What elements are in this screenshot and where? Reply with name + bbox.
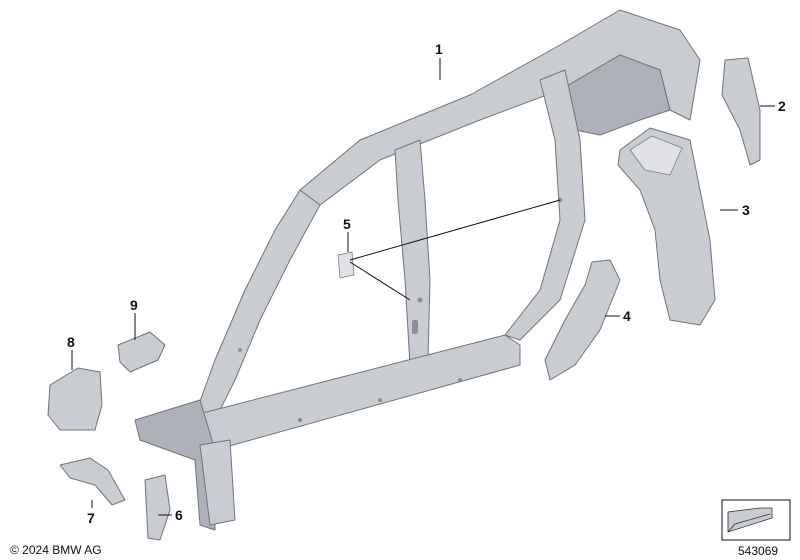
direction-arrow-icon bbox=[721, 499, 791, 541]
diagram-number: 543069 bbox=[738, 544, 778, 558]
part-5-small-plate bbox=[337, 251, 355, 279]
callout-5: 5 bbox=[343, 216, 351, 232]
part-3-wheel-arch-reinforcement bbox=[617, 127, 716, 326]
part-4-reinforcement bbox=[544, 259, 621, 381]
callout-6: 6 bbox=[175, 507, 183, 523]
callout-8: 8 bbox=[67, 334, 75, 350]
callout-4: 4 bbox=[623, 308, 631, 324]
callout-3: 3 bbox=[742, 202, 750, 218]
part-1-side-frame bbox=[134, 9, 701, 531]
callout-7: 7 bbox=[87, 510, 95, 526]
callout-9: 9 bbox=[130, 297, 138, 313]
part-7-bracket bbox=[59, 457, 126, 506]
part-9-bracket bbox=[117, 331, 166, 373]
part-8-panel bbox=[47, 367, 103, 431]
callout-2: 2 bbox=[778, 98, 786, 114]
leader-lines bbox=[71, 58, 775, 516]
copyright-text: © 2024 BMW AG bbox=[10, 543, 102, 557]
part-2-bracket bbox=[721, 57, 761, 166]
part-6-bracket bbox=[144, 474, 171, 541]
callout-1: 1 bbox=[435, 41, 443, 57]
